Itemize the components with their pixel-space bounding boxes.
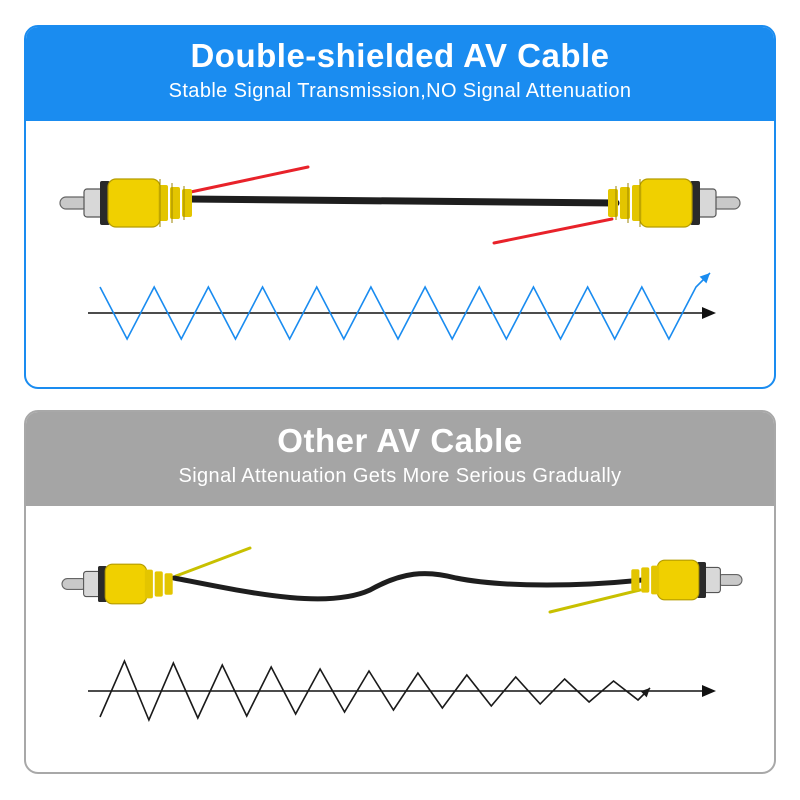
panel-header: Other AV Cable Signal Attenuation Gets M…: [26, 412, 774, 506]
panel-subtitle: Signal Attenuation Gets More Serious Gra…: [178, 465, 622, 487]
black-cable: [171, 571, 645, 602]
black-cable: [184, 195, 620, 207]
cable-illustration: [59, 165, 741, 341]
rca-plug-icon: [631, 559, 743, 601]
olive-wire-left: [174, 546, 252, 578]
rca-plug-icon: [61, 563, 173, 605]
signal-wave-icon: [99, 272, 711, 341]
red-wire-right: [492, 217, 614, 245]
rca-plug-icon: [59, 178, 192, 228]
signal-wave-icon: [99, 658, 651, 723]
arrow-icon: [88, 307, 716, 319]
other-cable-panel: Other AV Cable Signal Attenuation Gets M…: [24, 410, 776, 774]
cable-illustration: [61, 546, 743, 723]
red-wire-left: [184, 165, 310, 195]
panel-title: Other AV Cable: [277, 422, 523, 459]
panel-title: Double-shielded AV Cable: [190, 37, 610, 74]
double-shielded-cable-panel: Double-shielded AV Cable Stable Signal T…: [24, 25, 776, 389]
panel-subtitle: Stable Signal Transmission,NO Signal Att…: [168, 80, 632, 102]
panel-header: Double-shielded AV Cable Stable Signal T…: [26, 27, 774, 121]
rca-plug-icon: [608, 178, 741, 228]
olive-wire-right: [548, 588, 642, 614]
